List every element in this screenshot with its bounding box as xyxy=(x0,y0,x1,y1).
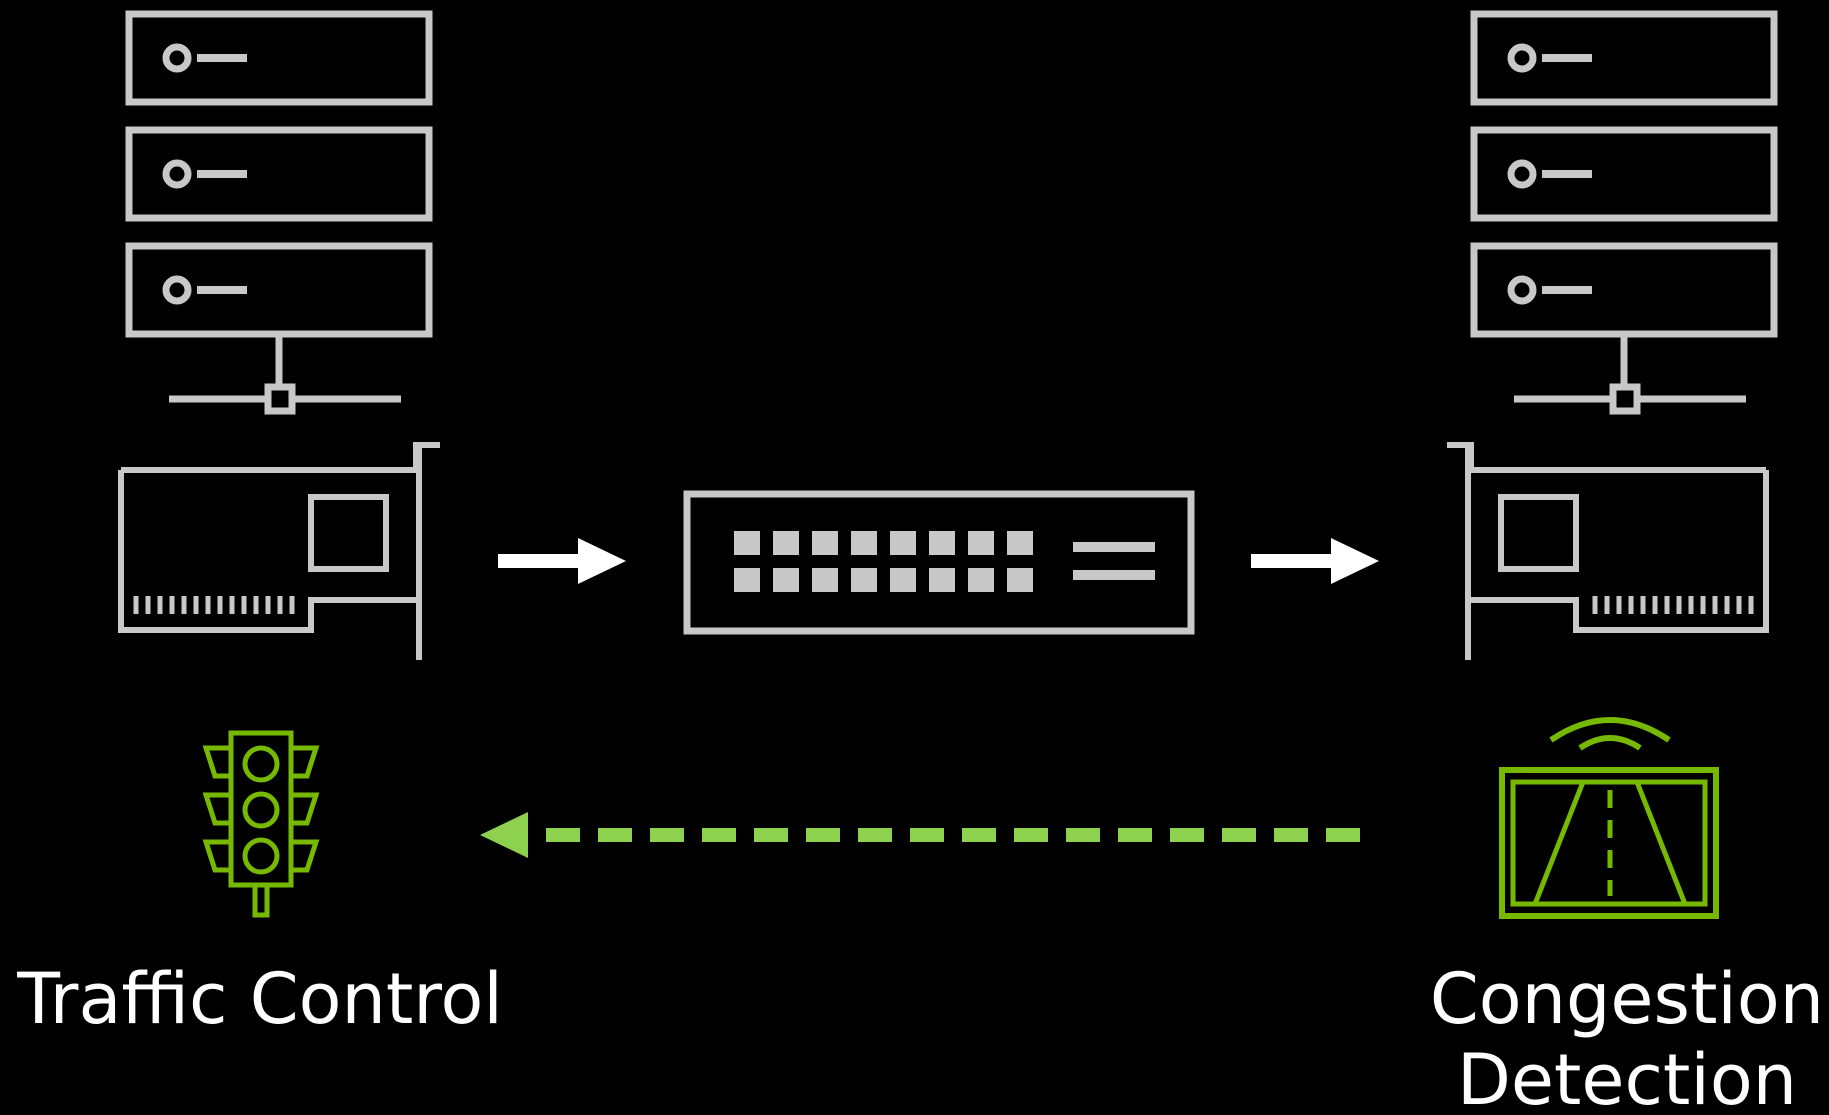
congestion-detection-label-line1: Congestion xyxy=(1430,958,1824,1040)
left-server-rack-icon xyxy=(129,14,429,415)
arrow-switch-to-nic-icon xyxy=(1251,538,1379,584)
arrow-nic-to-switch-icon xyxy=(498,538,626,584)
traffic-light-icon xyxy=(202,730,320,918)
left-nic-pins xyxy=(133,596,295,614)
right-server-rack-icon xyxy=(1474,14,1774,415)
feedback-arrow-icon xyxy=(480,812,1360,858)
network-switch-icon xyxy=(683,490,1195,635)
road-sensor-icon xyxy=(1499,717,1719,919)
right-network-card-icon xyxy=(1447,442,1769,660)
right-nic-pins xyxy=(1592,596,1754,614)
switch-ports xyxy=(734,531,1155,592)
traffic-control-label: Traffic Control xyxy=(16,958,503,1040)
congestion-detection-label-line2: Detection xyxy=(1457,1039,1797,1115)
left-network-card-icon xyxy=(118,442,440,660)
